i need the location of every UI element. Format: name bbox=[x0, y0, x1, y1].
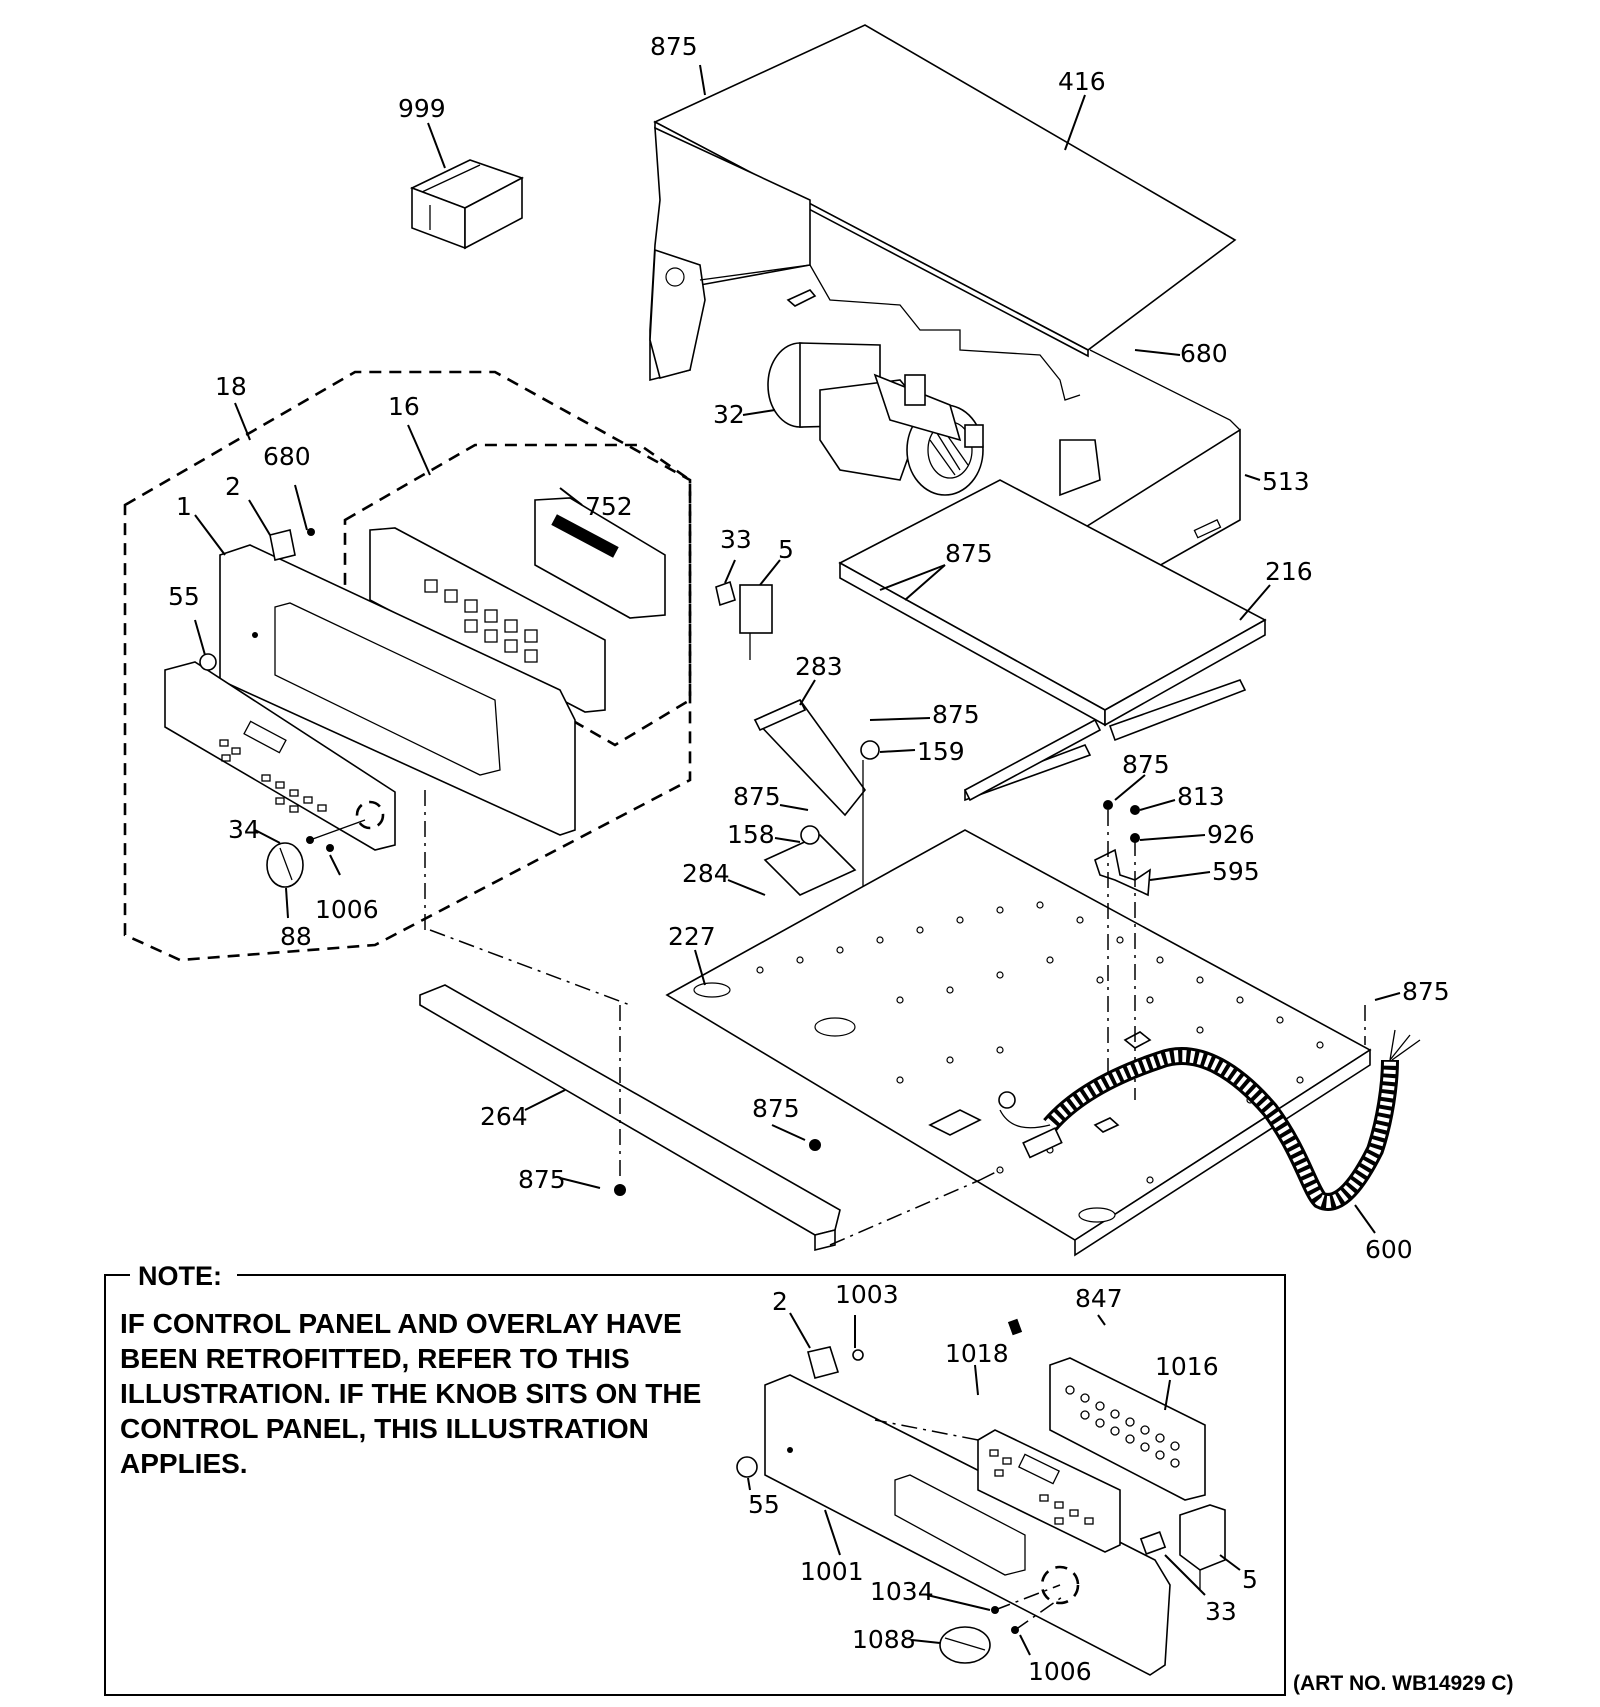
note-label-5: 5 bbox=[1242, 1565, 1258, 1594]
control-panel-assembly bbox=[123, 370, 692, 962]
leader-lines bbox=[194, 64, 1401, 1234]
label-875-c: 875 bbox=[733, 782, 781, 811]
label-595: 595 bbox=[1212, 857, 1260, 886]
bracket-595 bbox=[1094, 800, 1151, 1100]
label-283: 283 bbox=[795, 652, 843, 681]
note-label-1016: 1016 bbox=[1155, 1352, 1219, 1381]
note-label-1003: 1003 bbox=[835, 1280, 899, 1309]
note-label-1018: 1018 bbox=[945, 1339, 1009, 1368]
retrofit-panel-drawing bbox=[736, 1318, 1226, 1676]
note-label-1001: 1001 bbox=[800, 1557, 864, 1586]
label-5: 5 bbox=[778, 535, 794, 564]
label-875-a: 875 bbox=[932, 700, 980, 729]
label-875-mid: 875 bbox=[945, 539, 993, 568]
rail-264 bbox=[419, 984, 841, 1252]
note-box: NOTE: IF CONTROL PANEL AND OVERLAY HAVE … bbox=[104, 1261, 1286, 1696]
label-34: 34 bbox=[228, 815, 260, 844]
label-1: 1 bbox=[176, 492, 192, 521]
note-line-5: APPLIES. bbox=[120, 1448, 248, 1479]
label-680-right: 680 bbox=[1180, 339, 1228, 368]
note-label-1088: 1088 bbox=[852, 1625, 916, 1654]
label-216: 216 bbox=[1265, 557, 1313, 586]
note-line-4: CONTROL PANEL, THIS ILLUSTRATION bbox=[120, 1413, 649, 1444]
note-label-1034: 1034 bbox=[870, 1577, 934, 1606]
label-752: 752 bbox=[585, 492, 633, 521]
label-875-b: 875 bbox=[1122, 750, 1170, 779]
label-32: 32 bbox=[713, 400, 745, 429]
tray-216 bbox=[838, 479, 1267, 802]
note-label-33: 33 bbox=[1205, 1597, 1237, 1626]
base-plate-227 bbox=[665, 718, 1372, 1257]
label-875-top: 875 bbox=[650, 32, 698, 61]
wire-harness-600 bbox=[998, 1029, 1421, 1211]
label-33: 33 bbox=[720, 525, 752, 554]
note-label-847: 847 bbox=[1075, 1284, 1123, 1313]
note-line-1: IF CONTROL PANEL AND OVERLAY HAVE bbox=[120, 1308, 682, 1339]
label-284: 284 bbox=[682, 859, 730, 888]
label-416: 416 bbox=[1058, 67, 1106, 96]
label-513: 513 bbox=[1262, 467, 1310, 496]
brackets bbox=[753, 698, 807, 732]
label-680-left: 680 bbox=[263, 442, 311, 471]
label-88: 88 bbox=[280, 922, 312, 951]
alignment-lines bbox=[424, 790, 1366, 1246]
label-926: 926 bbox=[1207, 820, 1255, 849]
label-18: 18 bbox=[215, 372, 247, 401]
blower-assembly bbox=[767, 342, 984, 496]
label-227: 227 bbox=[668, 922, 716, 951]
label-813: 813 bbox=[1177, 782, 1225, 811]
note-label-1006: 1006 bbox=[1028, 1657, 1092, 1686]
callout-labels: 875 416 999 680 32 513 18 16 680 2 1 752… bbox=[168, 32, 1450, 1264]
note-title: NOTE: bbox=[138, 1261, 222, 1291]
label-600: 600 bbox=[1365, 1235, 1413, 1264]
label-16: 16 bbox=[388, 392, 420, 421]
note-line-2: BEEN RETROFITTED, REFER TO THIS bbox=[120, 1343, 630, 1374]
art-number: (ART NO. WB14929 C) bbox=[1293, 1672, 1514, 1695]
label-55: 55 bbox=[168, 582, 200, 611]
label-875-f: 875 bbox=[518, 1165, 566, 1194]
label-2: 2 bbox=[225, 472, 241, 501]
note-leader-lines bbox=[747, 1312, 1241, 1656]
note-label-55: 55 bbox=[748, 1490, 780, 1519]
label-999: 999 bbox=[398, 94, 446, 123]
note-label-2: 2 bbox=[772, 1287, 788, 1316]
note-line-3: ILLUSTRATION. IF THE KNOB SITS ON THE bbox=[120, 1378, 701, 1409]
label-264: 264 bbox=[480, 1102, 528, 1131]
label-875-d: 875 bbox=[1402, 977, 1450, 1006]
label-875-e: 875 bbox=[752, 1094, 800, 1123]
label-159: 159 bbox=[917, 737, 965, 766]
box-999 bbox=[409, 159, 525, 250]
label-1006: 1006 bbox=[315, 895, 379, 924]
label-158: 158 bbox=[727, 820, 775, 849]
